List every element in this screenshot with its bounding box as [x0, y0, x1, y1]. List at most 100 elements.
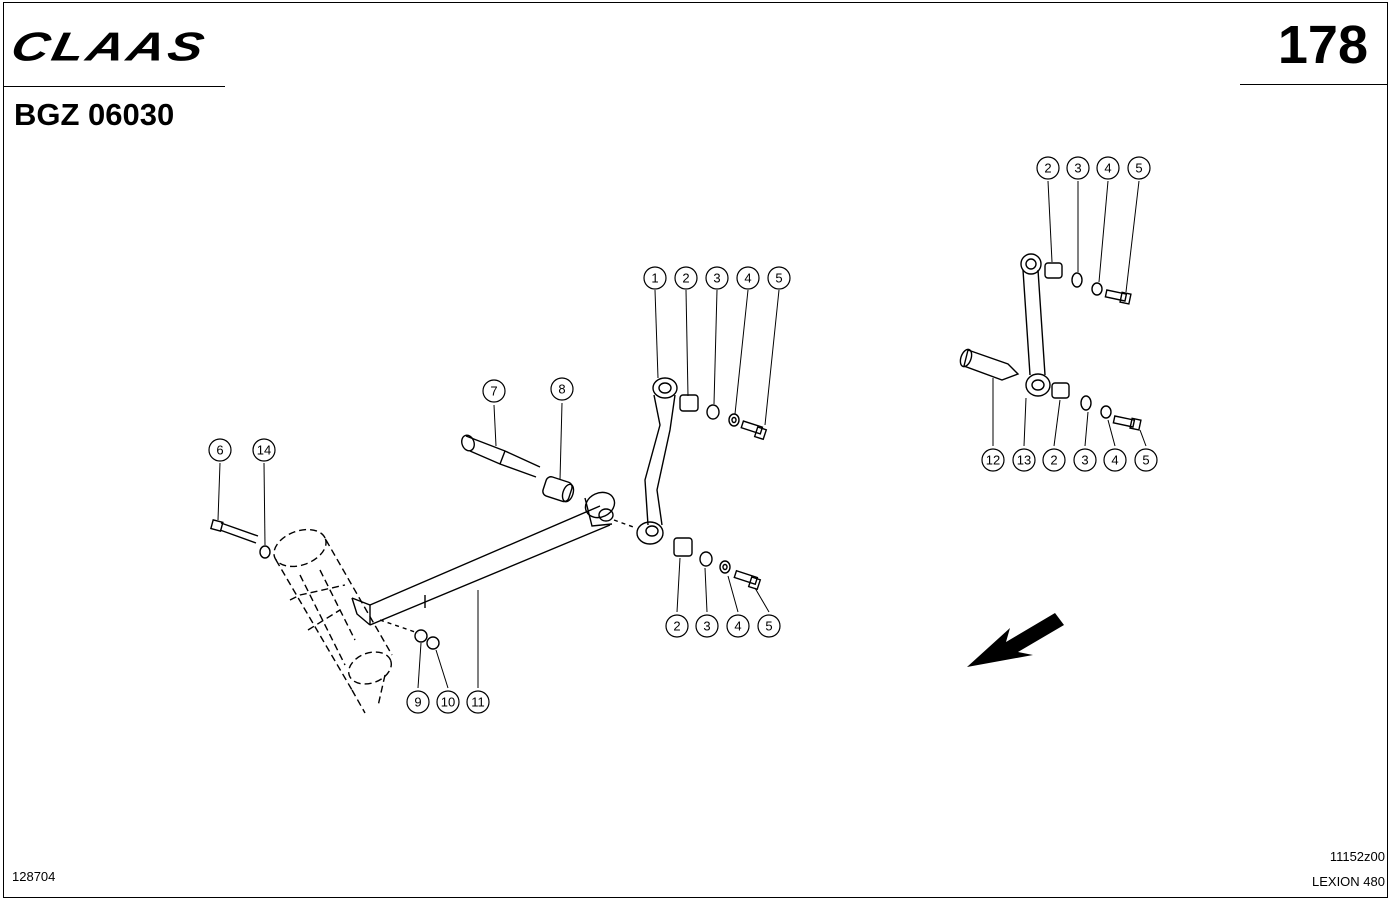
callout-5: 5: [757, 614, 781, 638]
link-1: [636, 377, 678, 545]
callout-label: 6: [216, 443, 223, 458]
callout-circle: [406, 690, 430, 714]
callout-3: 3: [705, 266, 729, 290]
link-13: [1020, 253, 1051, 397]
callout-circle: [981, 448, 1005, 472]
document-number: 128704: [12, 869, 56, 884]
callout-circle: [1127, 156, 1151, 180]
callout-5: 5: [1134, 448, 1158, 472]
callout-circle: [436, 690, 460, 714]
callout-label: 5: [775, 271, 782, 286]
callout-label: 5: [765, 619, 772, 634]
upper-fittings-right: [1044, 262, 1132, 305]
callout-circle: [252, 438, 276, 462]
callout-4: 4: [1103, 448, 1127, 472]
header-rule-right: [1240, 84, 1388, 85]
frame-tube-outline: [273, 528, 393, 714]
callout-circle: [674, 266, 698, 290]
callout-circle: [1134, 448, 1158, 472]
washer-14: [259, 545, 271, 559]
callout-circle: [466, 690, 490, 714]
callout-label: 12: [986, 453, 1000, 468]
page-frame: [3, 2, 1388, 898]
callout-8: 8: [550, 377, 574, 401]
callout-circle: [1036, 156, 1060, 180]
upper-fittings-left: [679, 394, 768, 441]
callout-circle: [1073, 448, 1097, 472]
callout-2: 2: [665, 614, 689, 638]
group-code: BGZ 06030: [14, 97, 175, 132]
lever-arm-11: [351, 491, 616, 626]
callout-label: 5: [1142, 453, 1149, 468]
callout-circle: [643, 266, 667, 290]
callout-circle: [695, 614, 719, 638]
callout-circle: [705, 266, 729, 290]
handle-12: [959, 348, 1020, 381]
callout-5: 5: [1127, 156, 1151, 180]
callout-circle: [482, 379, 506, 403]
pin-7: [461, 434, 541, 478]
callout-label: 14: [257, 443, 271, 458]
nut-10: [426, 636, 440, 650]
model-name: LEXION 480: [1312, 874, 1385, 889]
callout-4: 4: [726, 614, 750, 638]
callout-label: 1: [651, 271, 658, 286]
callout-6: 6: [208, 438, 232, 462]
callout-5: 5: [767, 266, 791, 290]
callout-2: 2: [1042, 448, 1066, 472]
callout-label: 2: [682, 271, 689, 286]
callout-label: 5: [1135, 161, 1142, 176]
callout-circle: [736, 266, 760, 290]
callout-2: 2: [674, 266, 698, 290]
callout-label: 2: [673, 619, 680, 634]
bushing-8: [542, 476, 575, 503]
callout-circle: [665, 614, 689, 638]
callout-circle: [767, 266, 791, 290]
callout-1: 1: [643, 266, 667, 290]
callout-label: 8: [558, 382, 565, 397]
callout-11: 11: [466, 690, 490, 714]
callout-circle: [1066, 156, 1090, 180]
callout-label: 3: [703, 619, 710, 634]
callout-label: 13: [1017, 453, 1031, 468]
callout-circle: [726, 614, 750, 638]
callout-label: 4: [744, 271, 751, 286]
callout-7: 7: [482, 379, 506, 403]
leader-lines: [217, 180, 1147, 689]
callout-label: 3: [713, 271, 720, 286]
callout-3: 3: [695, 614, 719, 638]
callout-13: 13: [1012, 448, 1036, 472]
callout-circle: [550, 377, 574, 401]
callout-label: 7: [490, 384, 497, 399]
callout-label: 11: [471, 695, 485, 710]
callout-label: 3: [1074, 161, 1081, 176]
callout-circle: [1103, 448, 1127, 472]
callout-10: 10: [436, 690, 460, 714]
callout-circle: [1012, 448, 1036, 472]
callout-label: 4: [1104, 161, 1111, 176]
callout-9: 9: [406, 690, 430, 714]
callout-circle: [208, 438, 232, 462]
callout-label: 4: [1111, 453, 1118, 468]
direction-arrow-icon: [967, 613, 1064, 667]
callout-label: 10: [441, 695, 455, 710]
lower-fittings-left: [673, 537, 762, 591]
callout-12: 12: [981, 448, 1005, 472]
callout-3: 3: [1073, 448, 1097, 472]
bolt-6: [210, 518, 259, 544]
callout-4: 4: [736, 266, 760, 290]
callout-circle: [757, 614, 781, 638]
drawing-number: 11152z00: [1329, 849, 1385, 864]
header-rule-left: [3, 86, 225, 87]
callout-14: 14: [252, 438, 276, 462]
washer-9: [414, 629, 428, 643]
callout-4: 4: [1096, 156, 1120, 180]
callout-circle: [1042, 448, 1066, 472]
callout-label: 3: [1081, 453, 1088, 468]
callout-label: 2: [1050, 453, 1057, 468]
callout-label: 9: [414, 695, 421, 710]
page-number: 178: [1277, 15, 1368, 75]
lower-fittings-right: [1051, 382, 1142, 431]
